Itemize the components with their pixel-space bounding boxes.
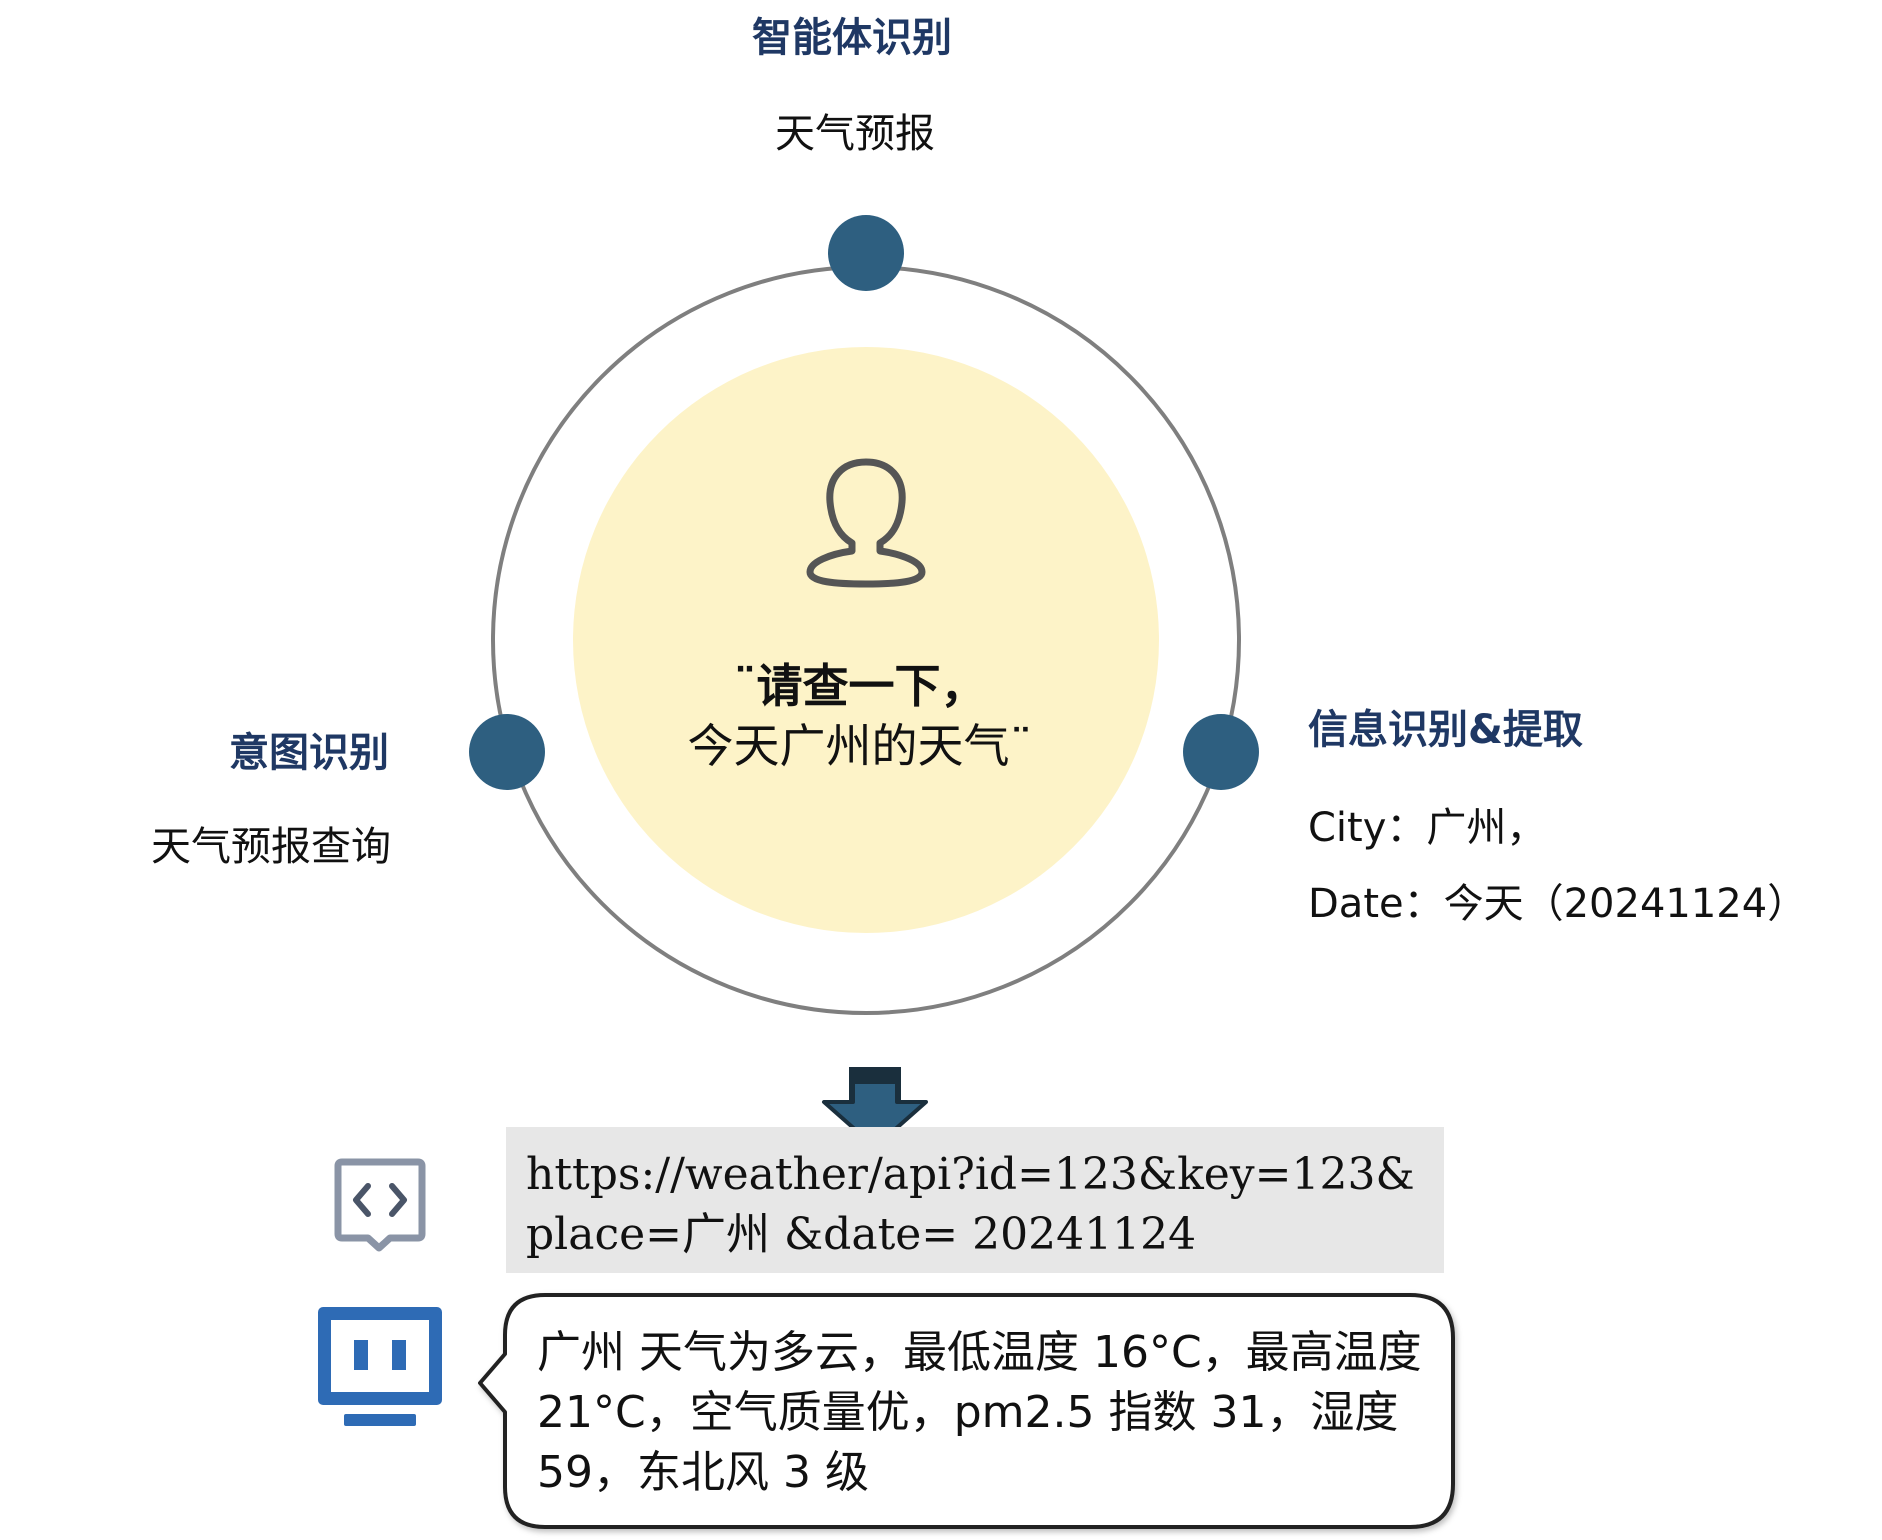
agent-recognition-title: 智能体识别 [752,15,952,61]
info-extraction-title: 信息识别&提取 [1308,707,1583,753]
monitor-icon [318,1307,442,1426]
arrow-down-icon [822,1067,928,1149]
agent-node [828,215,904,291]
api-call-box: https://weather/api?id=123&key=123&place… [506,1127,1444,1273]
result-text: 广州 天气为多云，最低温度 16°C，最高温度 21°C，空气质量优，pm2.5… [537,1327,1422,1498]
intent-recognition-value: 天气预报查询 [151,824,391,870]
code-icon [334,1158,426,1252]
intent-recognition-title: 意图识别 [229,730,389,776]
user-query-line1: ¨请查一下， [733,659,987,713]
user-query-line2: 今天广州的天气¨ [687,719,1033,773]
info-node [1183,714,1259,790]
info-extraction-city: City：广州， [1308,805,1547,851]
result-bubble-outline [478,1293,1455,1529]
center-circle [573,347,1159,933]
user-query: ¨请查一下， 今天广州的天气¨ [560,656,1160,776]
agent-recognition-value: 天气预报 [775,111,935,157]
user-icon [806,458,926,588]
info-extraction-date: Date：今天（20241124） [1308,881,1808,927]
intent-node [469,714,545,790]
